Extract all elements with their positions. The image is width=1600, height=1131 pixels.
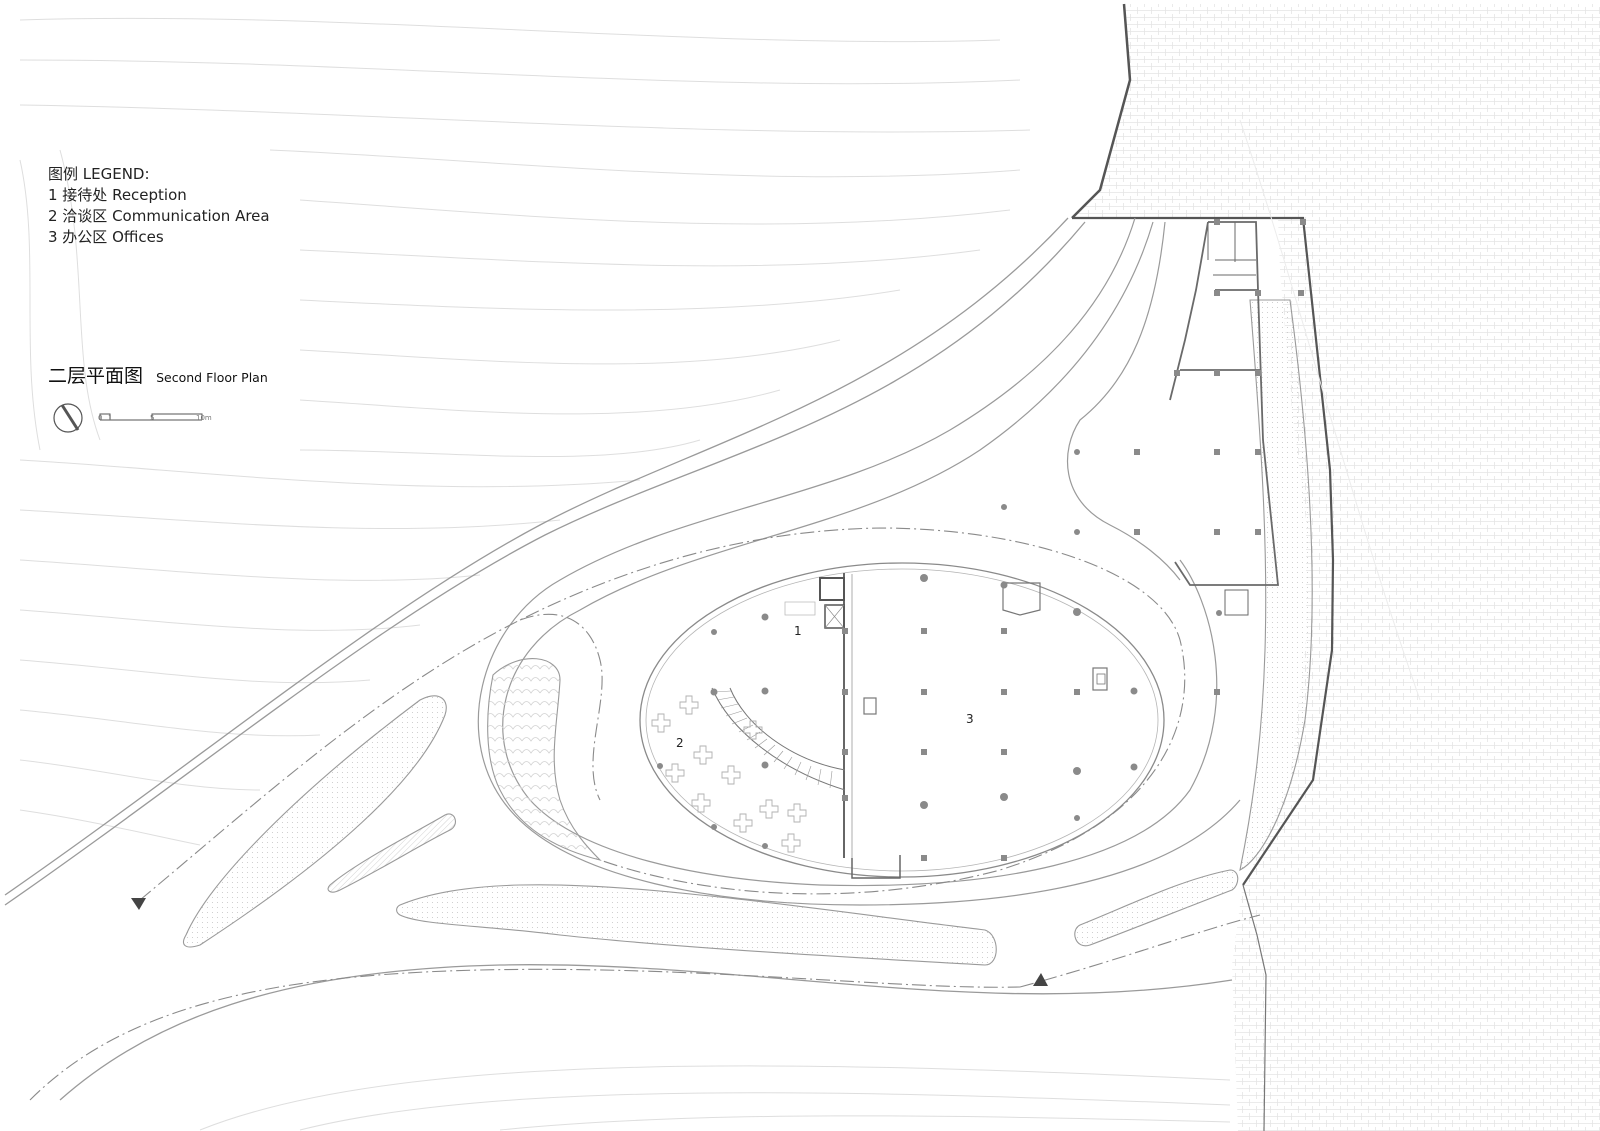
plan-title-zh: 二层平面图	[48, 365, 144, 387]
scale-label-1: 1	[108, 414, 113, 422]
plan-title: 二层平面图 Second Floor Plan	[48, 361, 268, 388]
oval-building	[639, 562, 1165, 879]
plaza-paving	[1071, 3, 1600, 1131]
plan-title-en: Second Floor Plan	[156, 370, 268, 385]
road-edges	[4, 217, 1233, 1101]
columns	[657, 219, 1306, 861]
upper-wing-walls	[1169, 221, 1279, 616]
scale-bar	[99, 413, 203, 421]
room-number-communication-area: 2	[676, 736, 684, 750]
scale-label-0: 0	[98, 414, 103, 422]
legend-heading: 图例 LEGEND:	[48, 165, 150, 183]
legend-item-reception: 1 接待处 Reception	[48, 186, 187, 204]
legend: 图例 LEGEND: 1 接待处 Reception 2 洽谈区 Communi…	[48, 164, 270, 248]
room-number-offices: 3	[966, 712, 974, 726]
planters	[183, 299, 1313, 966]
legend-item-communication-area: 2 洽谈区 Communication Area	[48, 207, 270, 225]
scale-label-10m: 10m	[196, 414, 212, 422]
room-number-reception: 1	[794, 624, 802, 638]
legend-item-offices: 3 办公区 Offices	[48, 228, 164, 246]
contour-lines	[19, 17, 1421, 1131]
triangle-arrow-icon	[131, 898, 1048, 986]
furniture	[651, 695, 807, 853]
circulation-path	[29, 527, 1261, 1101]
scale-label-5: 5	[150, 414, 155, 422]
curved-stair	[711, 687, 846, 791]
north-arrow-icon	[53, 403, 83, 433]
